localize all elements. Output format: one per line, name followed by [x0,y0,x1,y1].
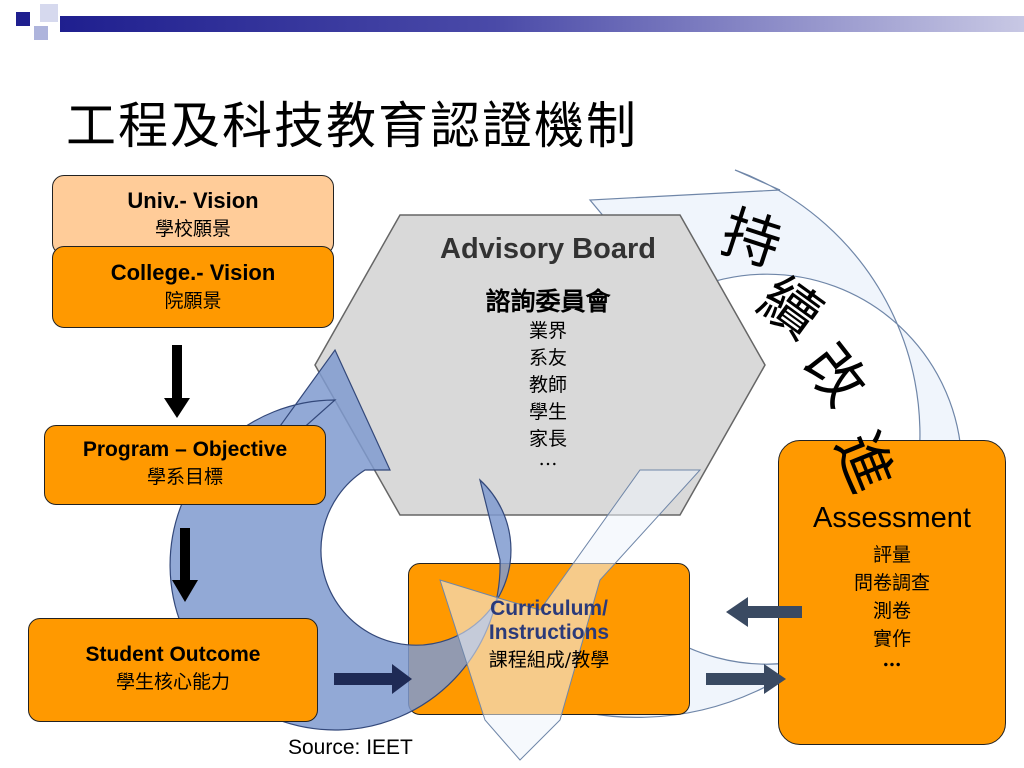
advisory-member: 系友 [528,347,567,369]
assessment-box [778,440,1006,745]
univ-vision-box: Univ.- Vision 學校願景 [52,175,334,255]
assessment-title: Assessment [813,502,971,534]
program-objective-en: Program – Objective [82,438,288,461]
curriculum-zh: 課程組成/教學 [488,649,610,671]
advisory-member: 教師 [528,374,567,396]
assessment-text: Assessment 評量 問卷調查 測卷 實作 … [778,502,1006,671]
advisory-member: 業界 [528,320,567,342]
student-outcome-box: Student Outcome 學生核心能力 [28,618,318,722]
assessment-item: 問卷調查 [853,572,930,594]
curriculum-arrow [439,469,702,761]
advisory-member: 學生 [528,401,567,423]
advisory-member: … [538,448,558,470]
advisory-hexagon [314,214,766,516]
student-outcome-zh: 學生核心能力 [115,671,230,693]
program-objective-zh: 學系目標 [146,466,223,488]
curriculum-en-2: Instructions [488,621,610,644]
header-bar [60,16,1024,32]
arrow-from-assessment [726,597,802,627]
arrow-to-curriculum [334,664,412,694]
curriculum-en-1: Curriculum/ [490,597,608,620]
header-square-navy [16,12,30,26]
down-arrow-2 [172,528,198,602]
header-square-light-2 [40,4,58,22]
univ-vision-zh: 學校願景 [154,218,231,240]
assessment-item: … [882,649,902,671]
assessment-item: 測卷 [872,600,911,622]
curriculum-text: Curriculum/ Instructions 課程組成/教學 [418,597,680,672]
assessment-item: 實作 [872,628,911,650]
college-vision-en: College.- Vision [110,260,276,285]
advisory-title: Advisory Board [440,233,656,265]
college-vision-zh: 院願景 [164,290,222,312]
header-square-light [34,26,48,40]
student-outcome-en: Student Outcome [85,643,261,666]
program-objective-box: Program – Objective 學系目標 [44,425,326,505]
arrow-to-assessment [706,664,786,694]
source-caption: Source: IEET [288,736,413,759]
page-title: 工程及科技教育認證機制 [66,97,638,155]
down-arrow-1 [164,345,190,418]
advisory-members: 業界 系友 教師 學生 家長 … [500,318,596,470]
advisory-zh: 諮詢委員會 [485,287,611,316]
univ-vision-en: Univ.- Vision [127,188,259,213]
assessment-item: 評量 [872,544,911,566]
advisory-member: 家長 [528,428,567,450]
college-vision-box: College.- Vision 院願景 [52,246,334,328]
